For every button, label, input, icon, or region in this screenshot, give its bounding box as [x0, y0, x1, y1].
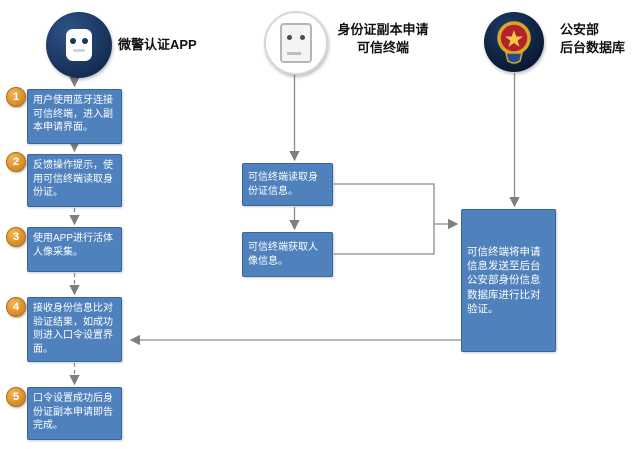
terminal-action-box-capture-portrait: 可信终端获取人像信息。 — [242, 232, 333, 277]
terminal-action-box-read-id: 可信终端读取身份证信息。 — [242, 163, 333, 206]
step-badge-4: 4 — [6, 297, 26, 317]
terminal-node-label: 身份证副本申请 可信终端 — [331, 21, 435, 56]
step-box-3: 使用APP进行活体人像采集。 — [27, 227, 122, 272]
database-label-line2: 后台数据库 — [560, 39, 626, 55]
step-badge-5: 5 — [6, 387, 26, 407]
app-node-label: 微警认证APP — [118, 37, 197, 52]
police-emblem-icon — [497, 21, 531, 64]
step-box-1: 用户使用蓝牙连接可信终端，进入副本申请界面。 — [27, 89, 122, 144]
step-box-5: 口令设置成功后身份证副本申请即告完成。 — [27, 387, 122, 440]
step-badge-2: 2 — [6, 152, 26, 172]
terminal-label-line2: 可信终端 — [356, 39, 409, 55]
database-verification-box: 可信终端将申请信息发送至后台公安部身份信息数据库进行比对验证。 — [461, 209, 556, 352]
step-badge-3: 3 — [6, 227, 26, 247]
trusted-terminal-device-icon — [280, 23, 312, 63]
database-node-label: 公安部 后台数据库 — [560, 21, 625, 56]
police-app-device-icon — [66, 29, 92, 61]
flow-mid1-to-merge — [334, 183, 435, 224]
flow-mid2-to-merge — [334, 224, 435, 255]
database-node-circle — [484, 12, 544, 72]
step-box-2: 反馈操作提示，使用可信终端读取身份证。 — [27, 154, 122, 207]
database-label-line1: 公安部 — [560, 22, 600, 37]
step-badge-1: 1 — [6, 87, 26, 107]
step-box-4: 接收身份信息比对验证结果，如成功则进入口令设置界面。 — [27, 297, 122, 362]
terminal-label-line1: 身份证副本申请 — [337, 22, 429, 37]
app-node-circle — [46, 12, 112, 78]
terminal-node-circle — [264, 11, 328, 75]
